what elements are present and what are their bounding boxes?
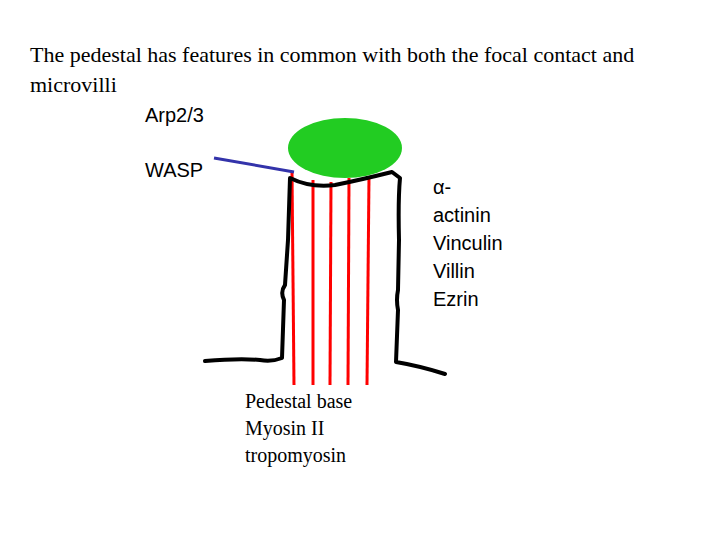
protein-label: α-actinin Vinculin Villin Ezrin (433, 173, 503, 313)
leader-line (214, 158, 294, 172)
pedestal-outline (205, 172, 445, 374)
protein-label: Arp2/3 WASP (145, 88, 204, 198)
actin-filament (367, 176, 369, 385)
actin-filament (312, 180, 315, 385)
actin-filament (292, 172, 294, 385)
actin-filaments (292, 172, 369, 385)
actin-filament (348, 178, 349, 385)
base-label: Pedestal base Myosin II tropomyosin (245, 388, 385, 469)
actin-filament (330, 182, 331, 385)
bacterium (288, 118, 402, 178)
slide-title: The pedestal has features in common with… (30, 40, 680, 100)
